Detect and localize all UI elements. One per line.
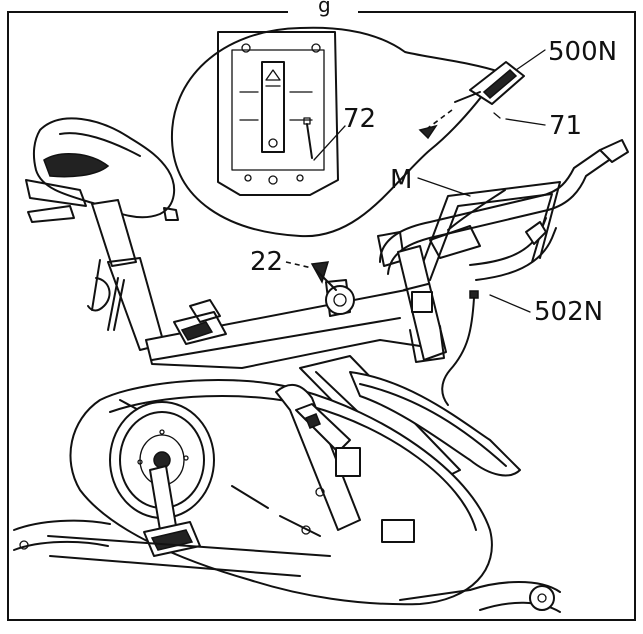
base-stabilizer (13, 519, 561, 613)
cable-502N: 502N (441, 290, 603, 406)
leader-502N (489, 294, 531, 313)
bracket-plate-detail (217, 31, 339, 196)
tension-knob-22 (310, 261, 355, 317)
callout-502N: 502N (534, 297, 603, 327)
detail-bubble: 72 (170, 26, 501, 238)
callout-22: 22 (250, 247, 283, 277)
leader-71 (505, 118, 546, 126)
direction-arrow (418, 124, 438, 140)
callout-500N: 500N (548, 37, 617, 67)
seat-assembly (25, 117, 179, 351)
leader-72 (313, 125, 346, 161)
callout-M: M (390, 165, 412, 195)
main-frame: 22 (69, 245, 521, 606)
transport-wheel (529, 585, 555, 611)
leader-M (417, 177, 471, 197)
callout-72: 72 (343, 104, 376, 134)
bracket-500N: 500N 71 (418, 37, 617, 141)
part-72-shaft (306, 123, 313, 159)
callout-71: 71 (549, 111, 582, 141)
leader-500N (515, 49, 546, 71)
handlebars: M (377, 139, 629, 281)
leader-22 (285, 261, 313, 269)
header-fragment: g (318, 0, 331, 17)
header-tab (288, 4, 358, 18)
